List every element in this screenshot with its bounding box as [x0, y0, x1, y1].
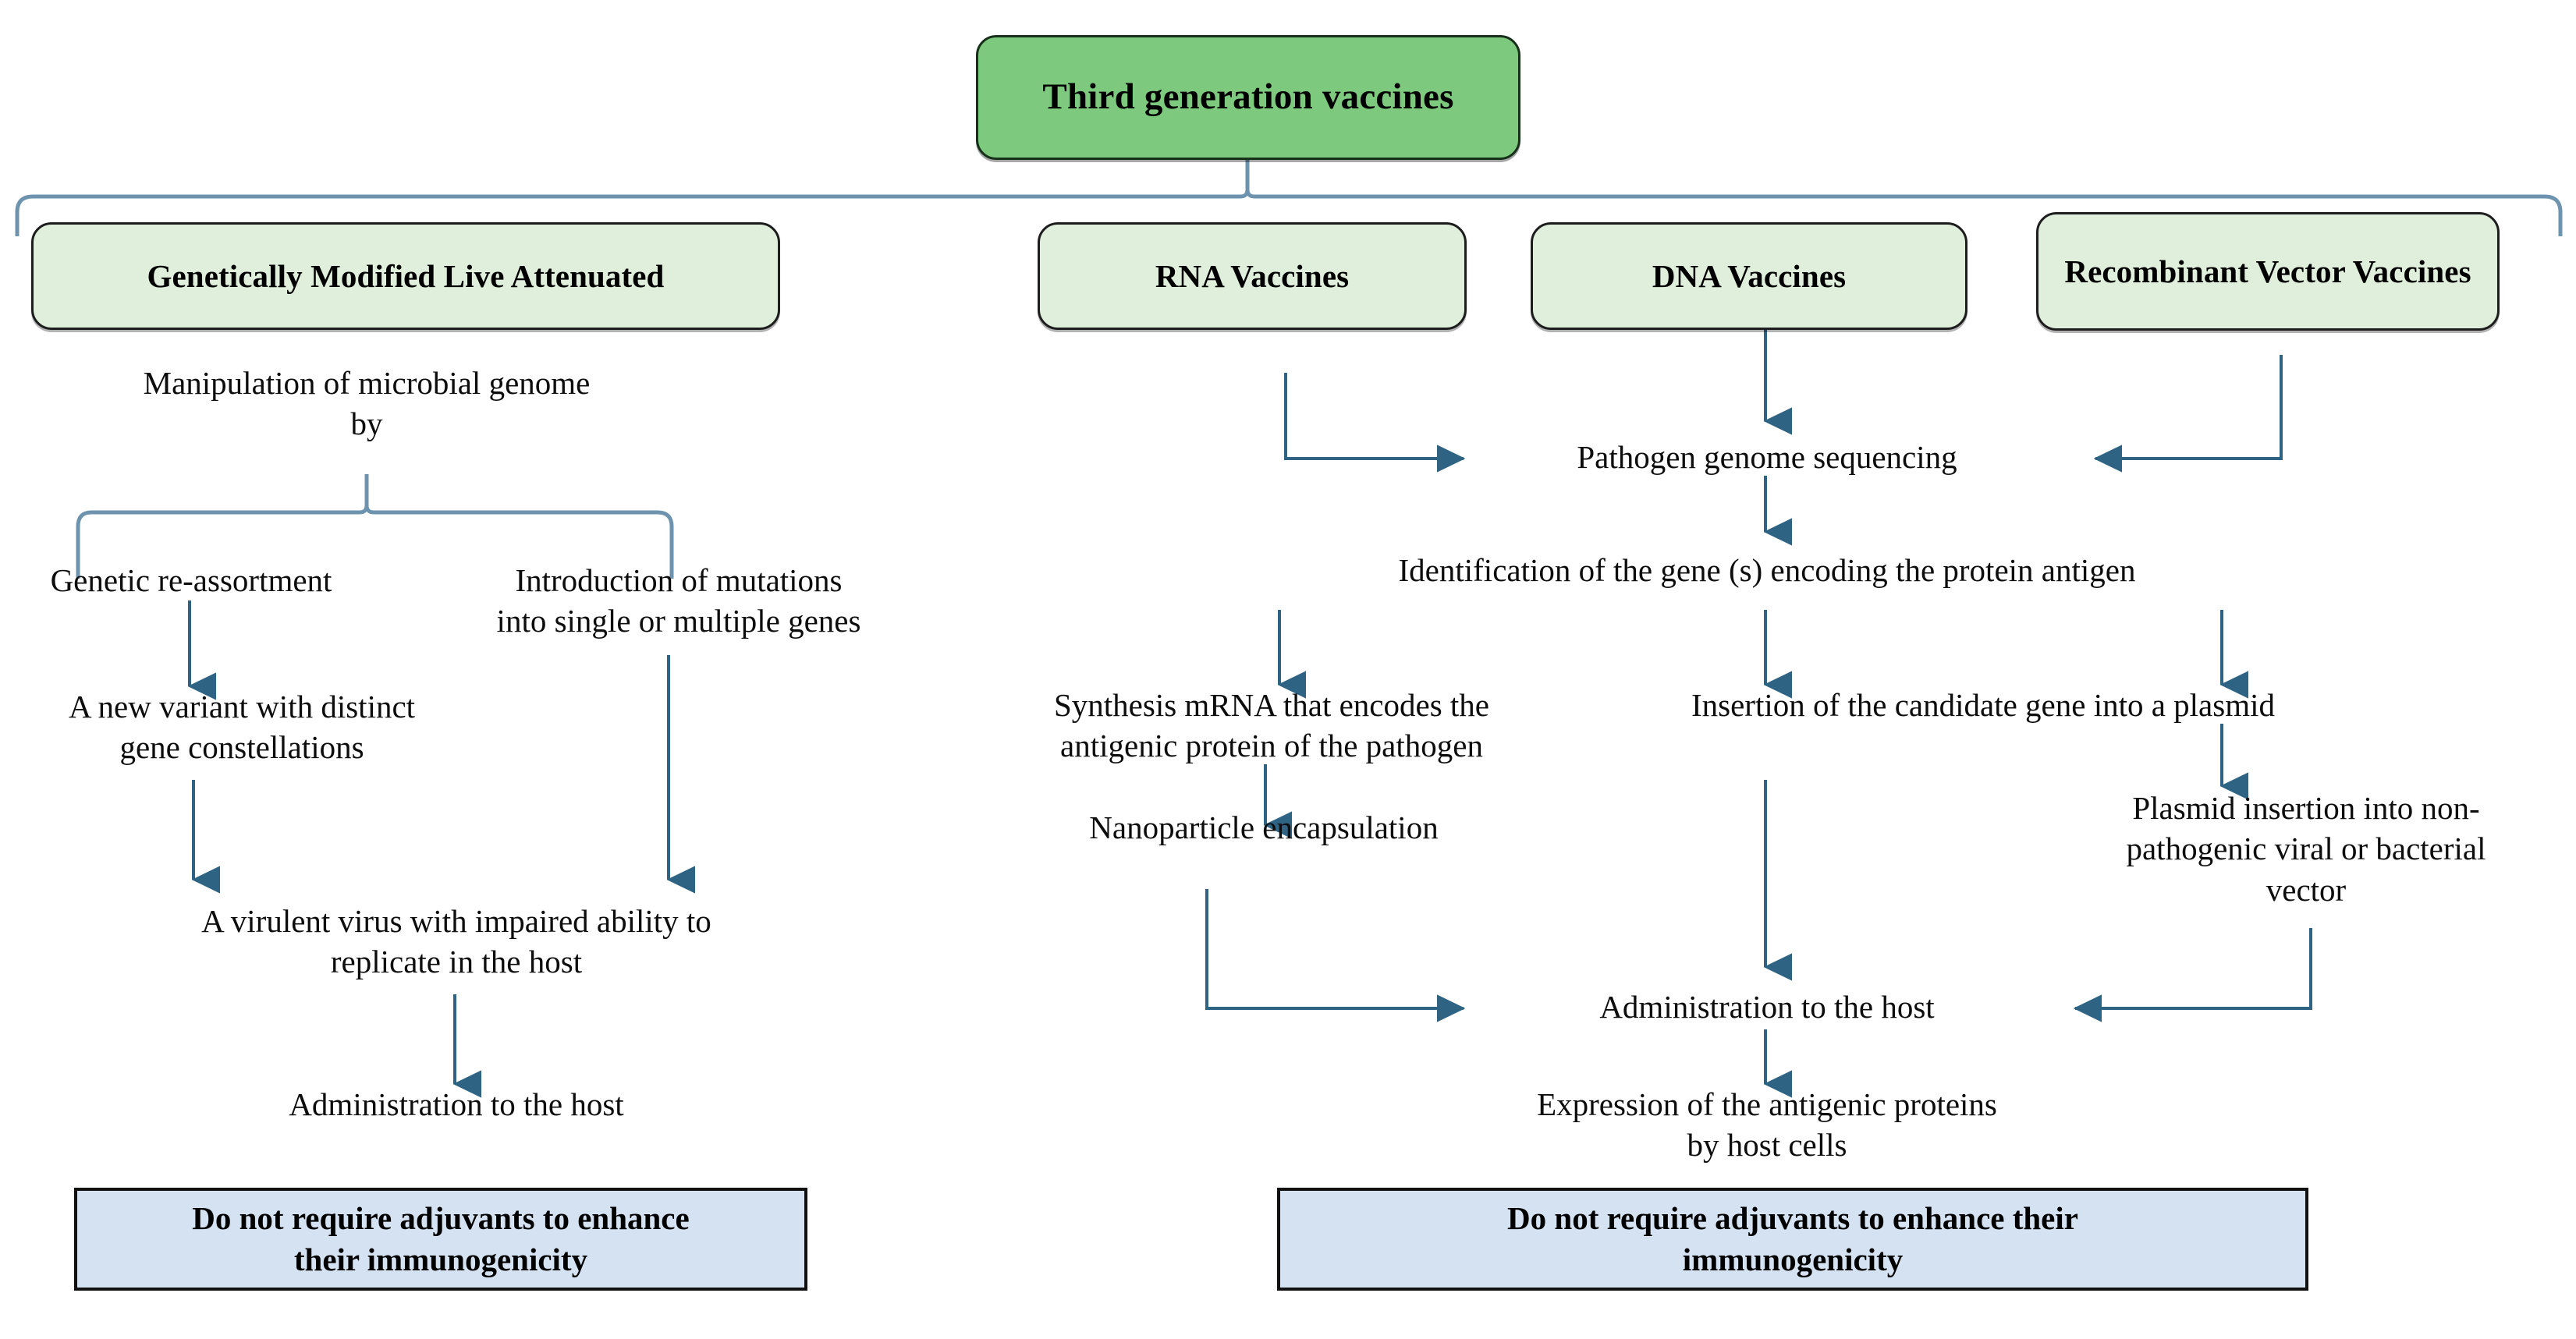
- step-plasmid-insertion-into-vector: Plasmid insertion into non- pathogenic v…: [2126, 790, 2486, 908]
- step-virulent-virus-impaired-ability: A virulent virus with impaired ability t…: [201, 903, 711, 980]
- category-box-recombinant-vector-vaccines[interactable]: Recombinant Vector Vaccines: [2036, 212, 2500, 331]
- category-label: Recombinant Vector Vaccines: [2064, 253, 2471, 289]
- category-box-rna-vaccines[interactable]: RNA Vaccines: [1038, 222, 1467, 330]
- arrow-nanoparticle-to-administration: [1205, 889, 1466, 1022]
- footer-label: Do not require adjuvants to enhance thei…: [1507, 1199, 2078, 1277]
- category-box-dna-vaccines[interactable]: DNA Vaccines: [1531, 222, 1967, 330]
- arrow-plasmidvector-to-administration: [2073, 928, 2312, 1022]
- category-label: RNA Vaccines: [1155, 257, 1350, 294]
- category-box-genetically-modified-live-attenuated[interactable]: Genetically Modified Live Attenuated: [31, 222, 780, 330]
- step-administration-to-the-host-left: Administration to the host: [289, 1086, 624, 1122]
- arrow-rna-to-sequencing: [1284, 373, 1466, 473]
- step-administration-to-the-host-right: Administration to the host: [1599, 989, 1935, 1025]
- step-pathogen-genome-sequencing: Pathogen genome sequencing: [1577, 439, 1957, 475]
- step-nanoparticle-encapsulation: Nanoparticle encapsulation: [1089, 809, 1439, 845]
- arrow-vector-to-sequencing: [2093, 355, 2283, 473]
- footer-label: Do not require adjuvants to enhance thei…: [192, 1199, 690, 1277]
- step-synthesis-mrna: Synthesis mRNA that encodes the antigeni…: [1053, 687, 1489, 764]
- step-manipulation-of-microbial-genome: Manipulation of microbial genome by: [143, 365, 591, 442]
- category-label: Genetically Modified Live Attenuated: [147, 257, 665, 294]
- footer-box-left[interactable]: Do not require adjuvants to enhance thei…: [74, 1188, 807, 1291]
- title-box-label: Third generation vaccines: [1042, 76, 1454, 118]
- step-identification-of-the-gene: Identification of the gene (s) encoding …: [1398, 552, 2136, 588]
- step-genetic-re-assortment: Genetic re-assortment: [50, 562, 332, 598]
- title-box[interactable]: Third generation vaccines: [976, 35, 1520, 160]
- step-insertion-of-candidate-gene: Insertion of the candidate gene into a p…: [1691, 687, 2275, 723]
- step-new-variant-gene-constellations: A new variant with distinct gene constel…: [68, 689, 416, 766]
- step-expression-of-antigenic-proteins: Expression of the antigenic proteins by …: [1537, 1086, 1997, 1164]
- step-introduction-of-mutations: Introduction of mutations into single or…: [496, 562, 861, 639]
- category-label: DNA Vaccines: [1652, 257, 1847, 294]
- footer-box-right[interactable]: Do not require adjuvants to enhance thei…: [1277, 1188, 2308, 1291]
